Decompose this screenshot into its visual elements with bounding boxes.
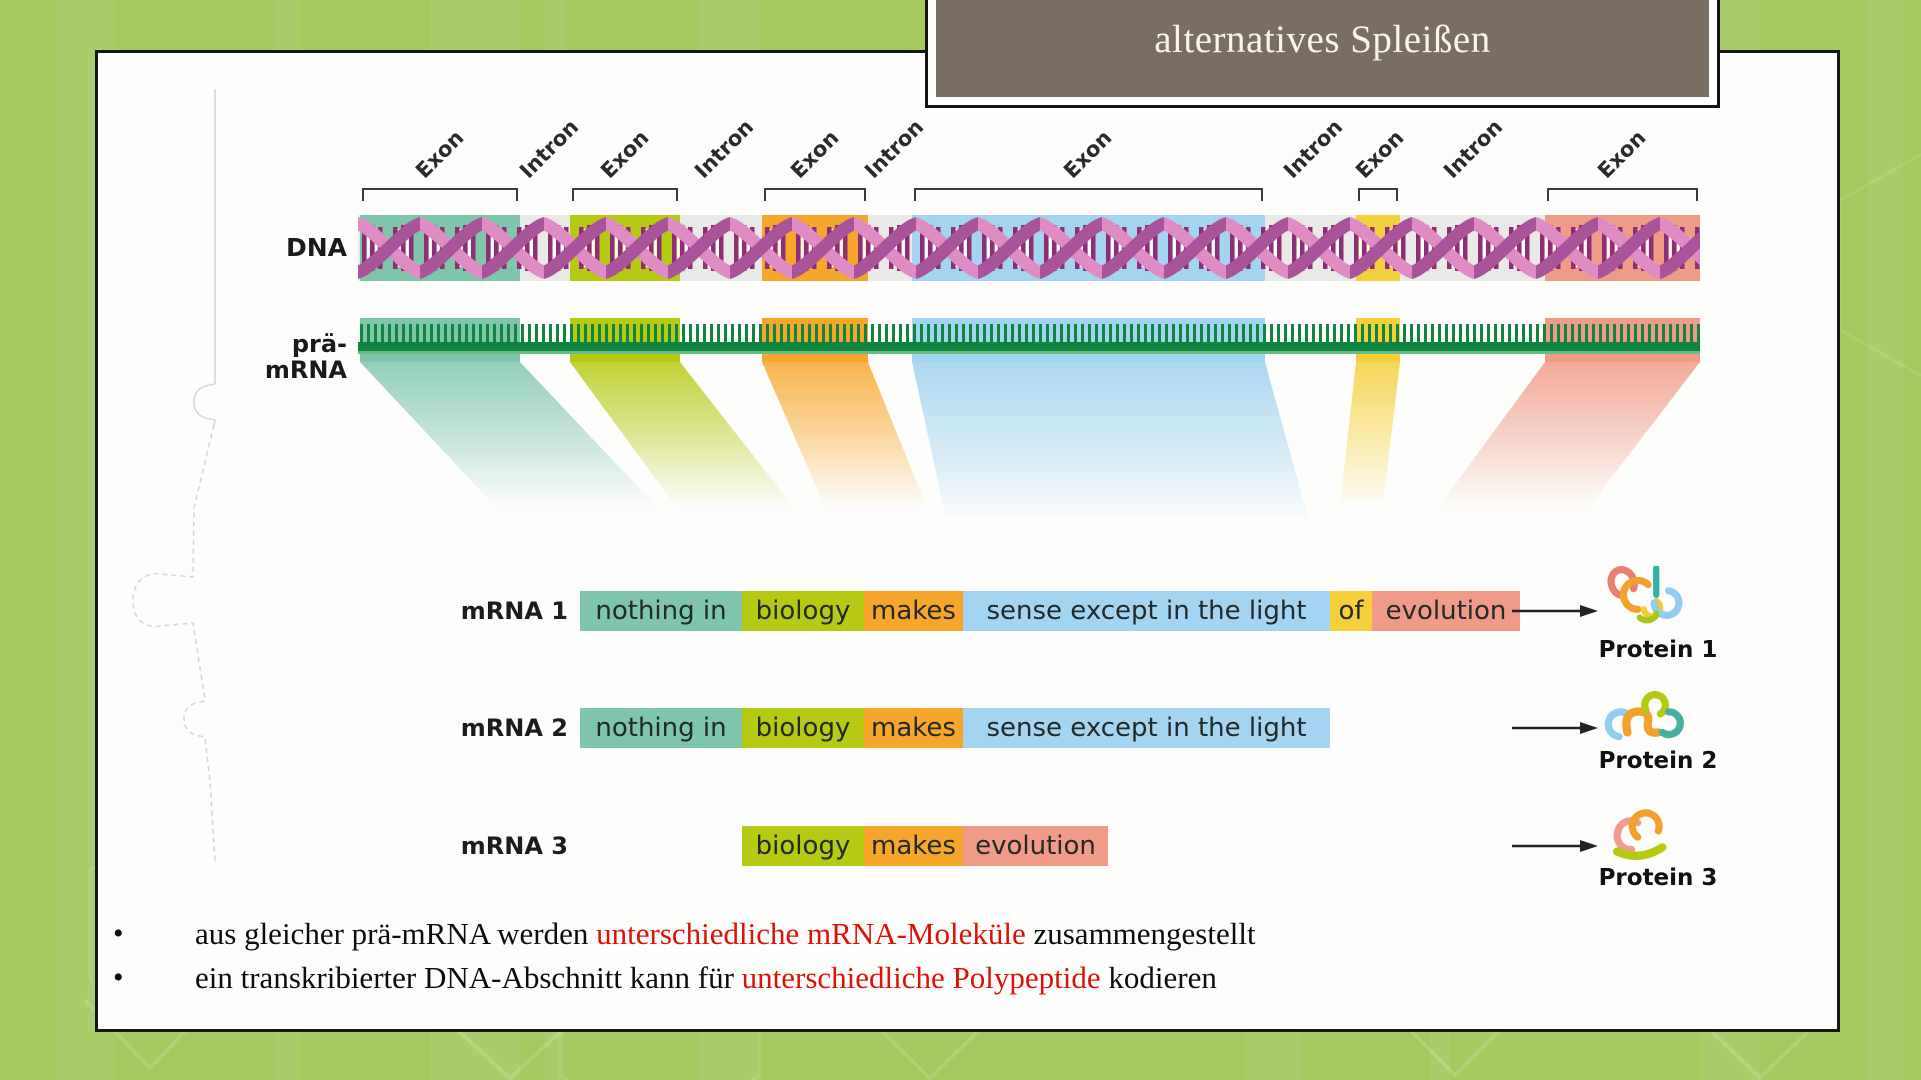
splice-fans	[360, 362, 1700, 597]
gene-label-exon: Exon	[596, 125, 654, 183]
title-fill	[936, 0, 1709, 97]
exon-bracket	[914, 188, 1263, 201]
exon-bracket	[1547, 188, 1698, 201]
mrna1-label: mRNA 1	[460, 597, 568, 625]
protein1-label: Protein 1	[1598, 637, 1718, 663]
bullet-item: • ein transkribierter DNA-Abschnitt kann…	[98, 956, 1618, 1000]
protein1-icon	[1607, 566, 1683, 624]
mrna-segment: nothing in	[580, 591, 742, 631]
dna-band	[358, 215, 1700, 281]
dna-label: DNA	[285, 233, 347, 262]
mrna-segment: evolution	[1372, 591, 1520, 631]
premrna-comb	[358, 318, 1700, 362]
mrna-segment: biology	[742, 826, 864, 866]
gene-label-exon: Exon	[786, 125, 844, 183]
bullet-text-highlight: unterschiedliche mRNA-Moleküle	[596, 916, 1026, 951]
protein2-label: Protein 2	[1598, 748, 1718, 774]
bullet-text-post: kodieren	[1100, 960, 1217, 995]
mrna3-label: mRNA 3	[460, 832, 568, 860]
title-box: alternatives Spleißen	[925, 0, 1720, 108]
gene-label-intron: Intron	[1439, 114, 1508, 183]
gene-label-intron: Intron	[515, 114, 584, 183]
protein3-label: Protein 3	[1598, 865, 1718, 891]
arrow-icon	[1512, 840, 1598, 852]
mrna-segment: evolution	[963, 826, 1108, 866]
bullet-text-pre: ein transkribierter DNA-Abschnitt kann f…	[195, 960, 742, 995]
bullet-dot: •	[113, 917, 124, 950]
mrna-segment: nothing in	[580, 708, 742, 748]
exon-bracket	[1358, 188, 1398, 201]
mrna-segment: makes	[864, 591, 963, 631]
gene-label-exon: Exon	[411, 125, 469, 183]
slide-title: alternatives Spleißen	[1154, 18, 1491, 61]
arrow-icon	[1512, 722, 1598, 734]
mrna2-label: mRNA 2	[460, 714, 568, 742]
exon-bracket	[572, 188, 678, 201]
protein3-icon	[1612, 809, 1667, 860]
dna-helix	[358, 215, 1700, 281]
mrna-segment: biology	[742, 708, 864, 748]
bullet-item: • aus gleicher prä-mRNA werden unterschi…	[98, 912, 1618, 956]
gene-label-exon: Exon	[1351, 125, 1409, 183]
bullet-text-pre: aus gleicher prä-mRNA werden	[195, 916, 597, 951]
puzzle-outline	[132, 89, 216, 862]
mrna-segment: makes	[864, 826, 963, 866]
bullet-list: • aus gleicher prä-mRNA werden unterschi…	[98, 912, 1618, 1000]
mrna-segment: sense except in the light	[963, 708, 1330, 748]
exon-bracket	[764, 188, 866, 201]
gene-label-exon: Exon	[1593, 125, 1651, 183]
mrna-segment: makes	[864, 708, 963, 748]
gene-label-exon: Exon	[1059, 125, 1117, 183]
bullet-text-post: zusammengestellt	[1025, 916, 1256, 951]
slide: alternatives Spleißen Exon Intron Exon I…	[95, 0, 1840, 1032]
premrna-band	[358, 318, 1700, 362]
bullet-text-highlight: unterschiedliche Polypeptide	[741, 960, 1101, 995]
exon-bracket	[362, 188, 518, 201]
arrow-icon	[1512, 605, 1598, 617]
gene-label-intron: Intron	[860, 114, 929, 183]
gene-label-intron: Intron	[690, 114, 759, 183]
protein2-icon	[1604, 691, 1684, 741]
gene-label-intron: Intron	[1279, 114, 1348, 183]
bullet-dot: •	[113, 961, 124, 994]
mrna-segment: of	[1330, 591, 1372, 631]
mrna-segment: biology	[742, 591, 864, 631]
mrna-segment: sense except in the light	[963, 591, 1330, 631]
premrna-label: prä-mRNA	[264, 330, 347, 384]
